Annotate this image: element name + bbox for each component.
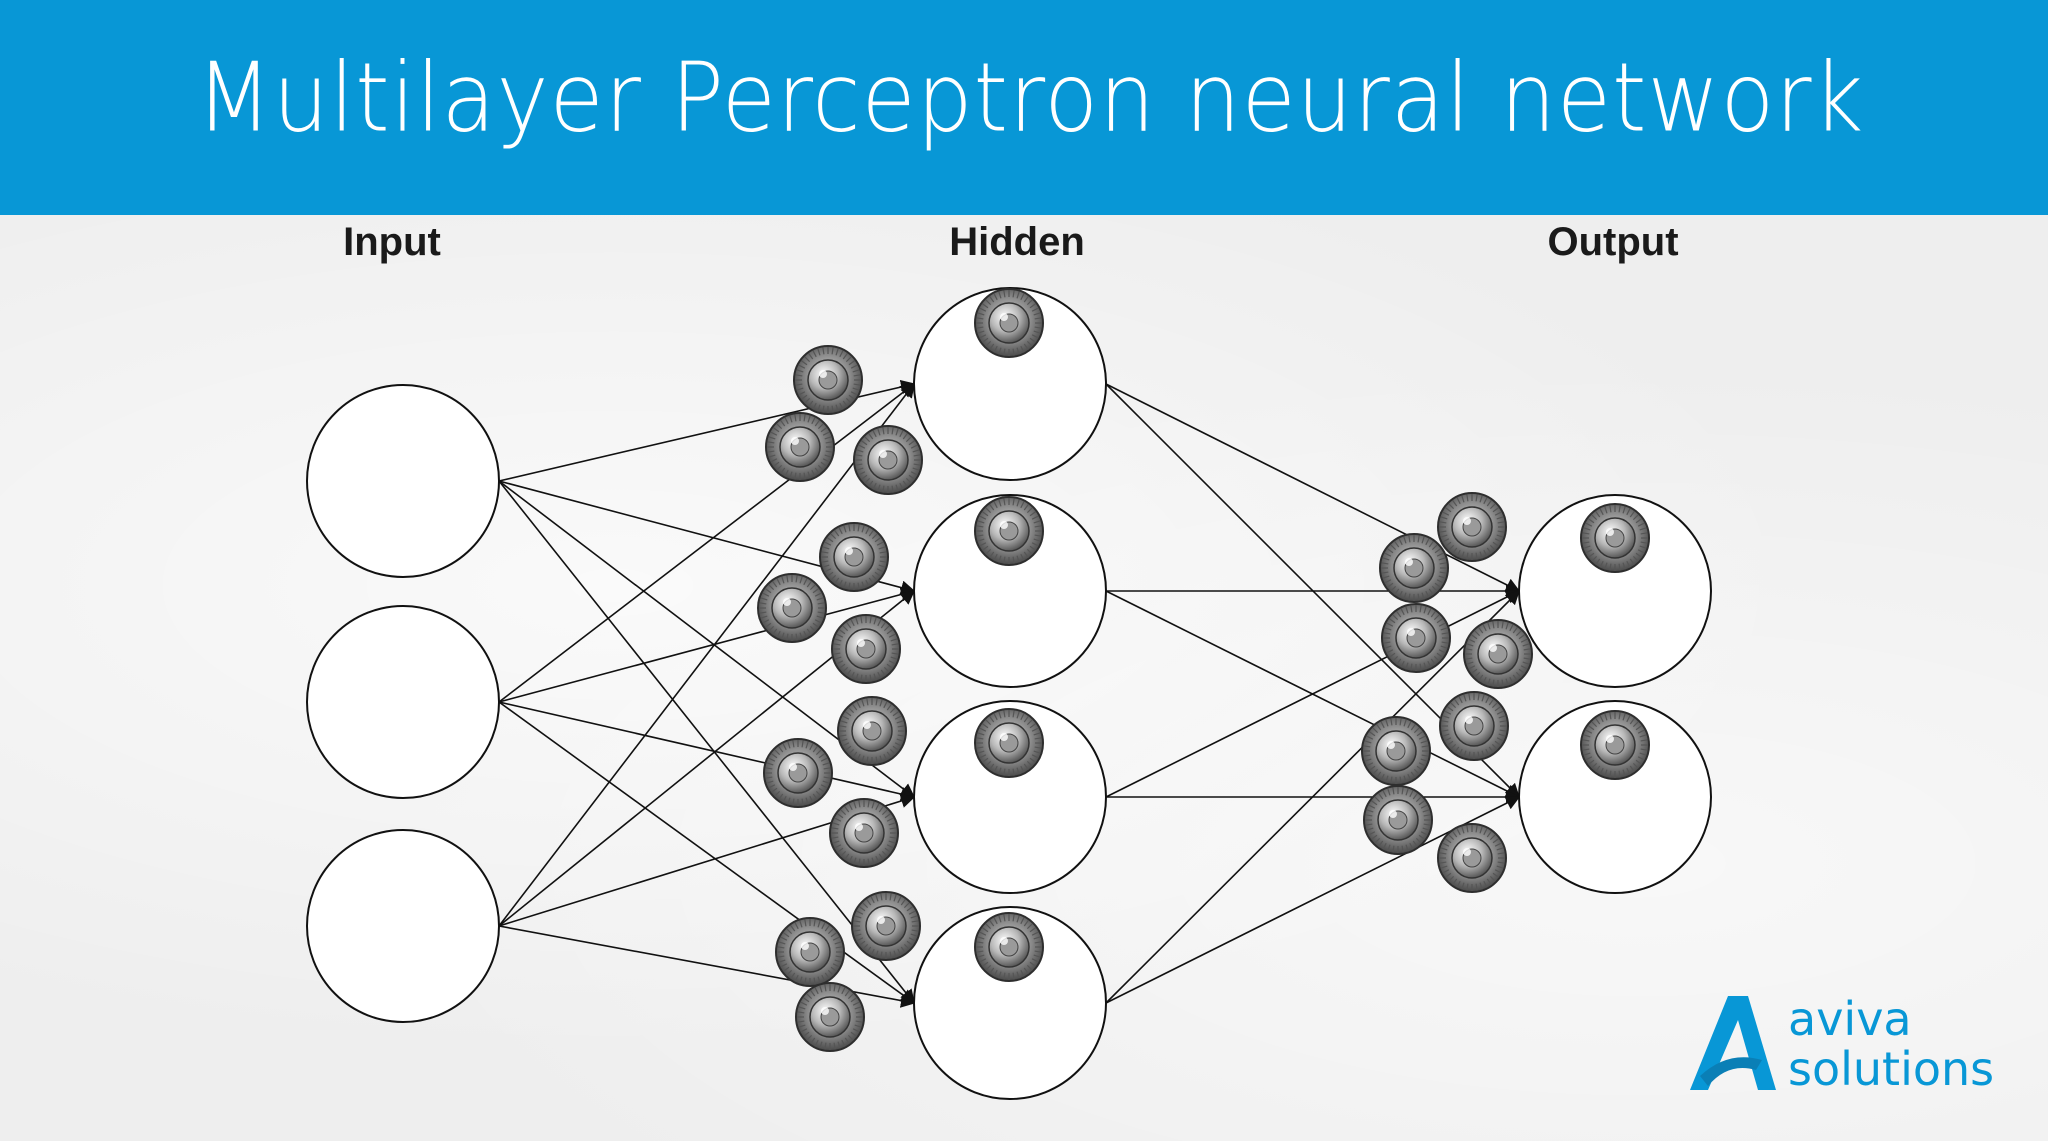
weight-knob-icon [831, 614, 901, 684]
weight-knob-icon [829, 798, 899, 868]
connection-edge [1105, 589, 1521, 1004]
hidden-node-1 [913, 287, 1107, 481]
connection-edge [498, 701, 916, 802]
weight-knob-icon [819, 522, 889, 592]
weight-knob-icon [851, 891, 921, 961]
bias-knob-icon [974, 496, 1044, 566]
weight-knob-icon [837, 696, 907, 766]
header-bar: Multilayer Perceptron neural network [0, 0, 2048, 215]
hidden-layer-label: Hidden [949, 220, 1085, 264]
output-layer-label: Output [1547, 220, 1679, 264]
weight-knob-icon [853, 425, 923, 495]
bias-knob-icon [974, 912, 1044, 982]
bias-knob-icon [1580, 710, 1650, 780]
connection-edge [498, 383, 916, 703]
connection-edge [1105, 590, 1521, 798]
bias-knob-icon [974, 288, 1044, 358]
hidden-node-2 [913, 494, 1107, 688]
aviva-logo: aviva solutions [1678, 990, 2008, 1100]
weight-knob-icon [757, 573, 827, 643]
weight-knob-icon [1379, 533, 1449, 603]
weight-knob-icon [795, 982, 865, 1052]
input-node-3 [306, 829, 500, 1023]
connection-edge [1105, 383, 1521, 592]
weight-knob-icon [1363, 785, 1433, 855]
bias-knob-icon [974, 708, 1044, 778]
hidden-node-3 [913, 700, 1107, 894]
weight-knob-icon [763, 738, 833, 808]
weight-knob-icon [1463, 619, 1533, 689]
weight-knob-icon [775, 917, 845, 987]
weight-knob-icon [793, 345, 863, 415]
connection-edge [498, 382, 915, 927]
logo-text-aviva: aviva [1788, 992, 1912, 1046]
weight-knob-icon [1439, 691, 1509, 761]
bias-knob-icon [1580, 503, 1650, 573]
page-title: Multilayer Perceptron neural network [196, 42, 1865, 154]
input-layer-label: Input [343, 220, 441, 264]
logo-text-solutions: solutions [1788, 1042, 1995, 1096]
connection-edge [498, 480, 915, 1005]
weight-knob-icon [1381, 603, 1451, 673]
weight-knob-icon [1437, 492, 1507, 562]
output-node-1 [1518, 494, 1712, 688]
input-node-2 [306, 605, 500, 799]
output-node-2 [1518, 700, 1712, 894]
connection-edge [498, 587, 916, 703]
weight-knob-icon [1437, 823, 1507, 893]
input-node-1 [306, 384, 500, 578]
weight-knob-icon [765, 412, 835, 482]
hidden-node-4 [913, 906, 1107, 1100]
weight-knob-icon [1361, 716, 1431, 786]
aviva-logo-mark-icon [1690, 996, 1776, 1090]
